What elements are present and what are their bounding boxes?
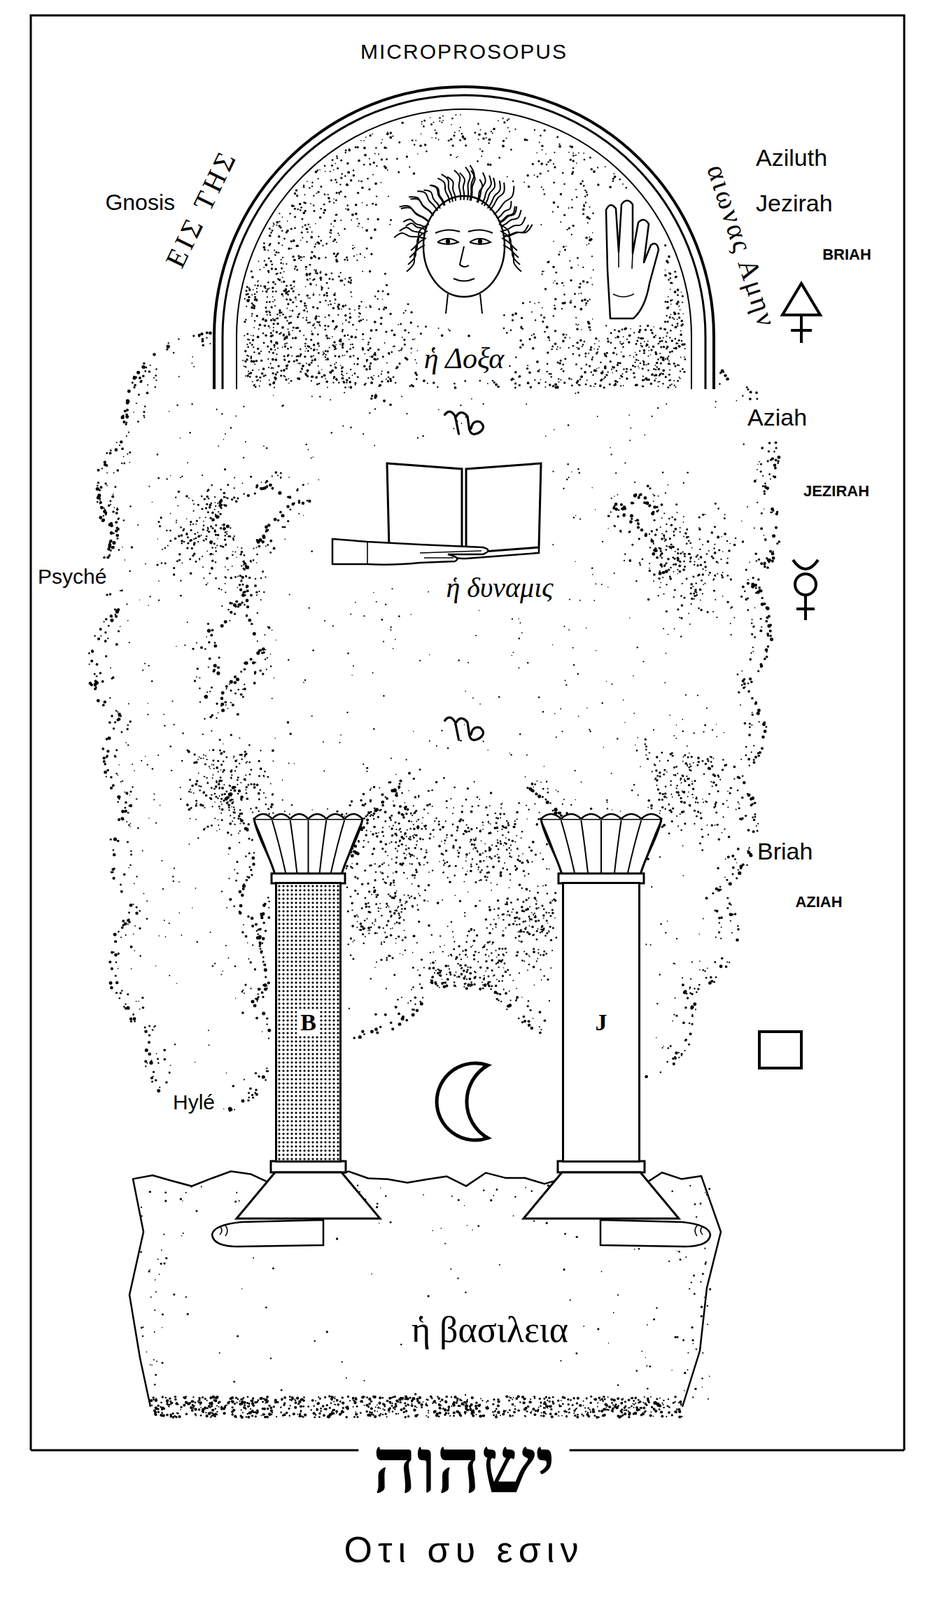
plate: MICROPROSOPUSGnosisΕΙΣ ΤΗΣαιωνας ΑμηνAzi… [0,0,928,1600]
